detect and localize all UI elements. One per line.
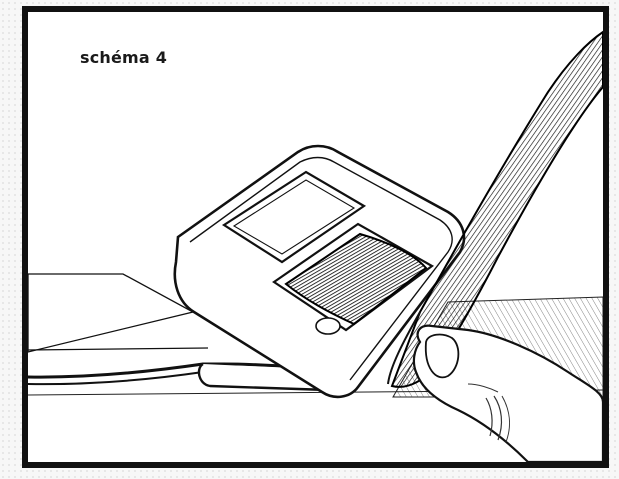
figure-caption: schéma 4: [80, 48, 167, 67]
buckle-sketch: [28, 12, 603, 462]
illustration-frame: schéma 4: [22, 6, 609, 468]
